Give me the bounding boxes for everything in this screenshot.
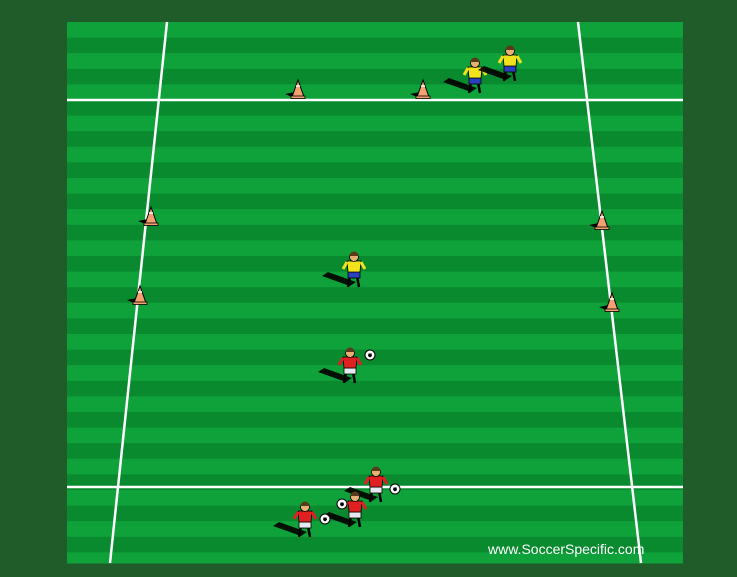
soccer-ball <box>337 499 347 509</box>
grass-stripe <box>67 365 683 381</box>
grass-stripe <box>67 350 683 366</box>
grass-stripe <box>67 272 683 288</box>
grass-stripe <box>67 506 683 522</box>
grass-stripe <box>67 162 683 178</box>
grass-stripe <box>67 521 683 537</box>
grass-stripe <box>67 381 683 397</box>
grass-stripe <box>67 303 683 319</box>
grass-stripe <box>67 194 683 210</box>
grass-stripe <box>67 256 683 272</box>
grass-stripe <box>67 396 683 412</box>
grass-stripe <box>67 209 683 225</box>
grass-stripe <box>67 178 683 194</box>
grass-stripe <box>67 428 683 444</box>
soccer-ball <box>365 350 375 360</box>
grass-stripe <box>67 240 683 256</box>
grass-stripe <box>67 225 683 241</box>
grass-stripe <box>67 53 683 69</box>
grass-stripe <box>67 38 683 54</box>
watermark: www.SoccerSpecific.com <box>488 541 644 557</box>
grass-stripe <box>67 22 683 38</box>
grass-stripe <box>67 147 683 163</box>
grass-stripe <box>67 318 683 334</box>
soccer-ball <box>320 514 330 524</box>
grass-stripe <box>67 287 683 303</box>
soccer-ball <box>390 484 400 494</box>
grass-stripe <box>67 334 683 350</box>
grass-stripe <box>67 443 683 459</box>
grass-stripe <box>67 412 683 428</box>
